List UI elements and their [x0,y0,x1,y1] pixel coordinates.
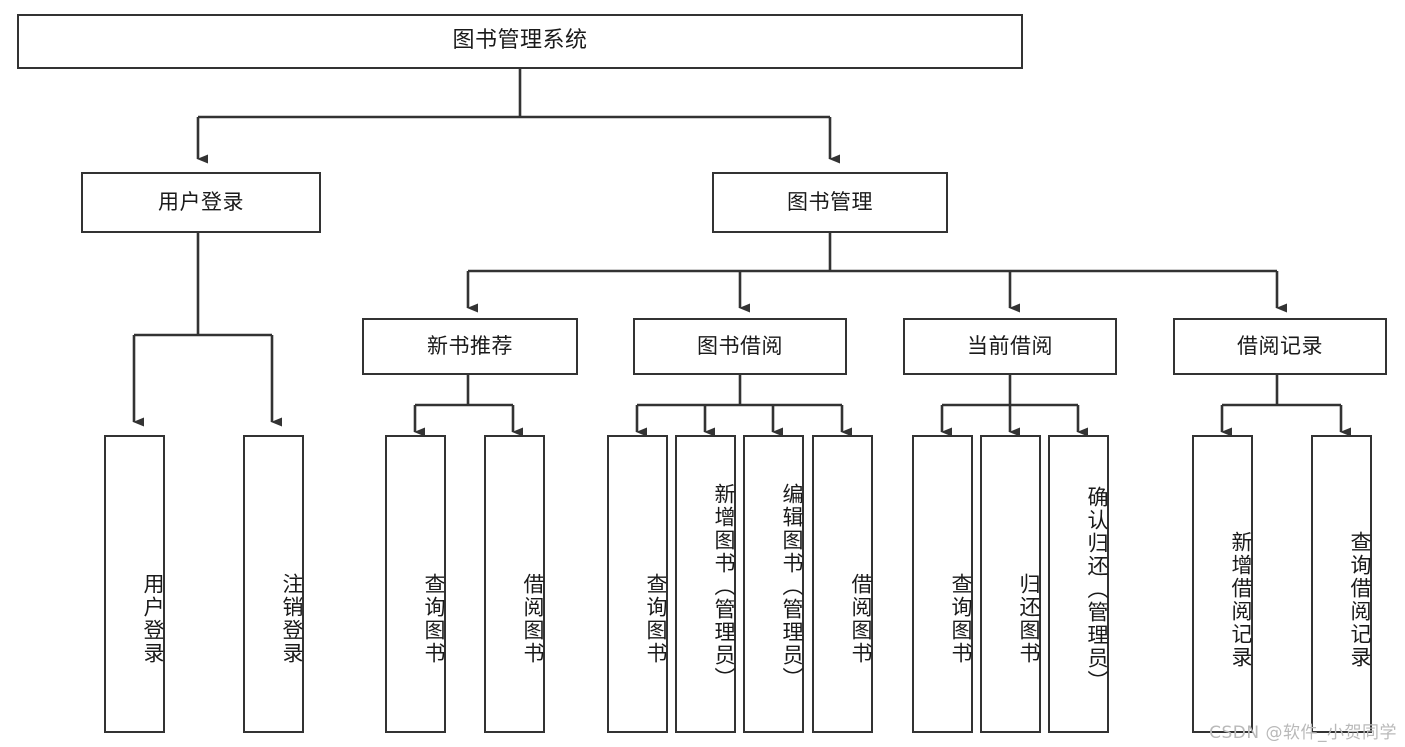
node-root-system[interactable]: 图书管理系统 [17,14,1023,69]
leaf-current-borrow-confirm-return[interactable]: 确认归还（管理员） [1048,435,1109,733]
node-book-borrow[interactable]: 图书借阅 [633,318,847,375]
csdn-watermark: CSDN @软件_小贺同学 [1209,723,1397,743]
leaf-book-borrow-borrow[interactable]: 借阅图书 [812,435,873,733]
leaf-current-borrow-query[interactable]: 查询图书 [912,435,973,733]
leaf-book-borrow-query[interactable]: 查询图书 [607,435,668,733]
leaf-user-login-login[interactable]: 用户登录 [104,435,165,733]
leaf-book-borrow-edit[interactable]: 编辑图书（管理员） [743,435,804,733]
leaf-borrow-record-add[interactable]: 新增借阅记录 [1192,435,1253,733]
leaf-new-book-query[interactable]: 查询图书 [385,435,446,733]
leaf-borrow-record-query[interactable]: 查询借阅记录 [1311,435,1372,733]
leaf-user-login-logout[interactable]: 注销登录 [243,435,304,733]
node-book-management[interactable]: 图书管理 [712,172,948,233]
leaf-book-borrow-add[interactable]: 新增图书（管理员） [675,435,736,733]
node-current-borrow[interactable]: 当前借阅 [903,318,1117,375]
leaf-new-book-borrow[interactable]: 借阅图书 [484,435,545,733]
node-borrow-record[interactable]: 借阅记录 [1173,318,1387,375]
leaf-current-borrow-return[interactable]: 归还图书 [980,435,1041,733]
node-new-book-recommend[interactable]: 新书推荐 [362,318,578,375]
node-user-login[interactable]: 用户登录 [81,172,321,233]
